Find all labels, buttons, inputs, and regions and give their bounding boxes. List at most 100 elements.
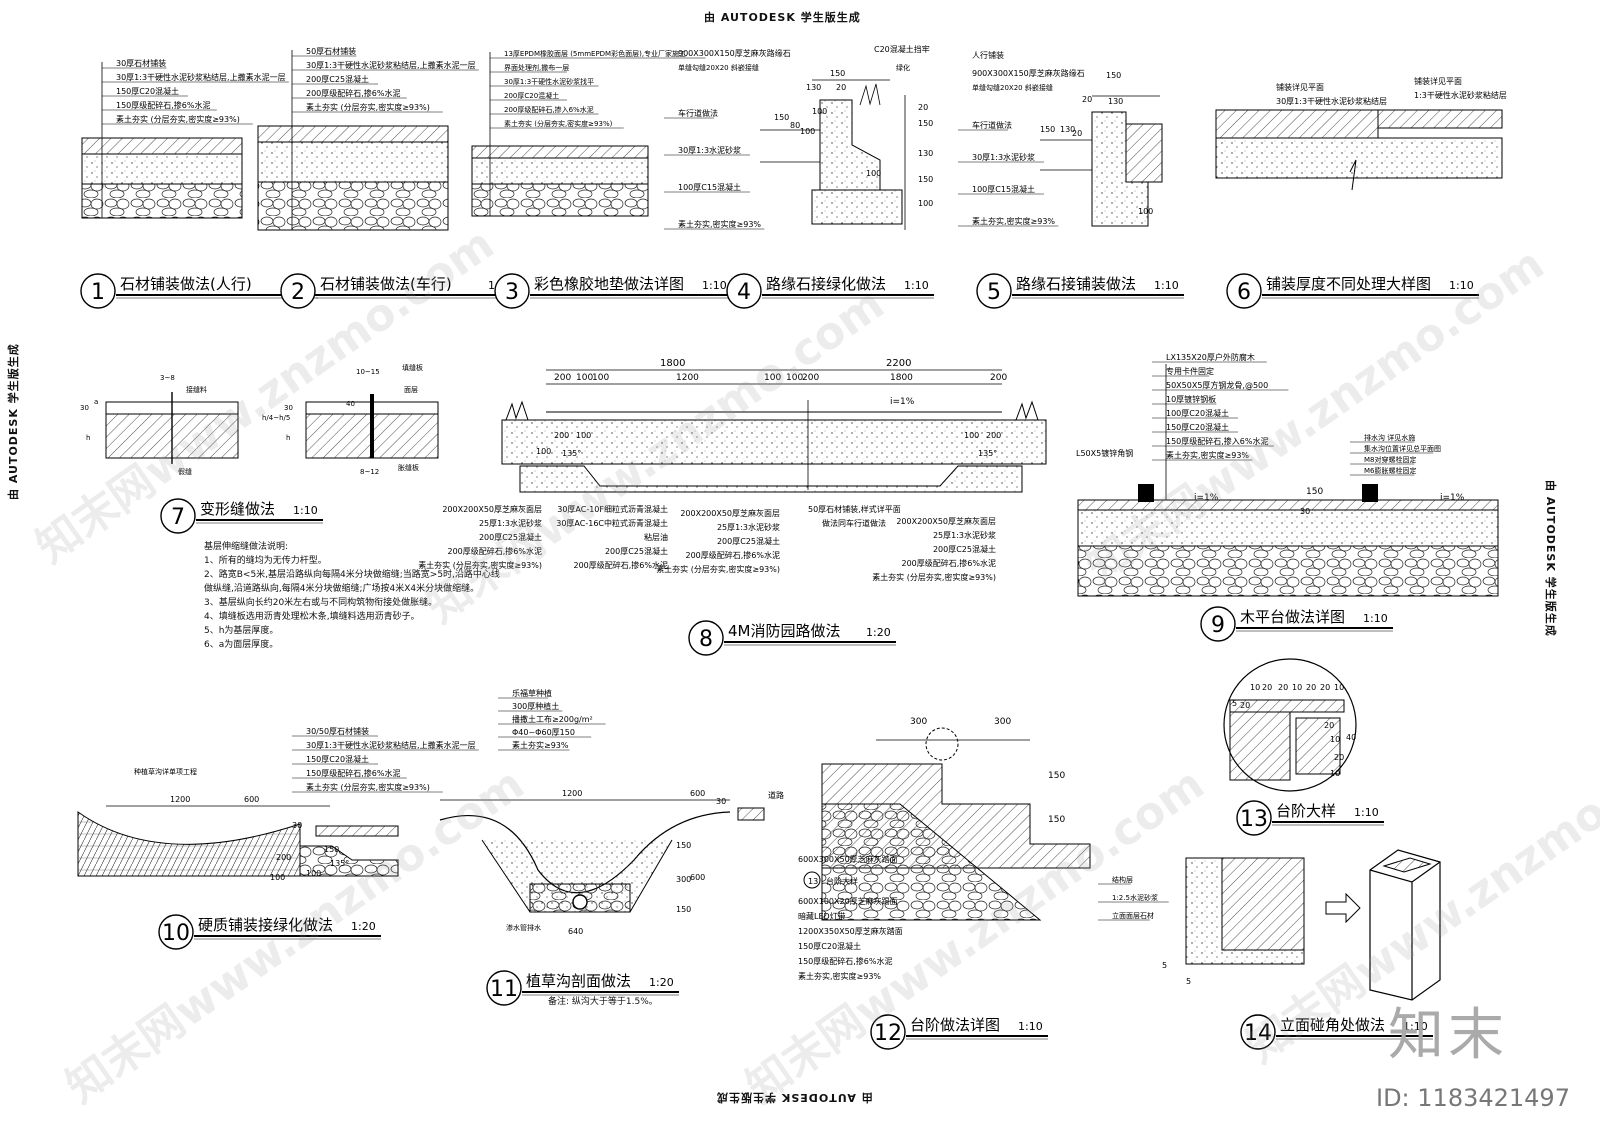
detail-4-dim: 100 <box>918 199 933 208</box>
detail-number: 2 <box>291 280 305 305</box>
detail-8-dim: 200 <box>990 373 1007 383</box>
detail-13-dim: 20 <box>1320 683 1330 692</box>
detail-8-dim: 100 <box>576 373 593 383</box>
layer-label: 素土夯实 (分层夯实,密实度≥93%) <box>872 572 996 582</box>
detail-5-dim: 130 <box>1060 125 1075 134</box>
detail-8-group-3: 200X200X50厚芝麻灰面层25厚1:3水泥砂浆200厚C25混凝土200厚… <box>656 508 780 574</box>
detail-13-dim: 10 <box>1330 735 1340 744</box>
detail-4-dim: 20 <box>836 83 846 92</box>
detail-scale: 1:10 <box>293 504 318 517</box>
detail-8-inner-dim: 200 <box>554 431 569 440</box>
id-text: ID: 1183421497 <box>1376 1084 1570 1112</box>
detail-number-circle <box>160 498 196 534</box>
note-line: 1、所有的缝均为无传力杆型。 <box>204 556 327 566</box>
layer-label: 200厚级配碎石,掺入6%水泥 <box>504 105 594 114</box>
detail-13-dim: 40 <box>1346 733 1356 742</box>
layer-label: 200厚级配碎石,掺6%水泥 <box>901 558 996 568</box>
detail-9-dim: 150 <box>1306 487 1323 497</box>
detail-11-layers: 乐福草种植300厚种植土播撒土工布≥200g/m²Φ40~Φ60厚150素土夯实… <box>498 688 606 751</box>
detail-scale: 1:20 <box>351 920 376 933</box>
detail-13-dim: 10 <box>1292 683 1302 692</box>
detail-8-inner-dim: 200 <box>986 431 1001 440</box>
note-line: 2、路宽B<5米,基层沿路纵向每隔4米分块做缩缝;当路宽>5时,沿路中心线 <box>204 570 500 580</box>
detail-8-dim-top: 2200 <box>886 358 911 369</box>
detail-12-label: 1200X350X50厚芝麻灰踏面 <box>798 926 903 936</box>
detail-4-dim: 150 <box>774 113 789 122</box>
detail-8-group-4: 做法同车行道做法 <box>822 518 886 528</box>
detail-7-label: 填缝板 <box>402 363 423 372</box>
layer-label: 30厚AC-10F细粒式沥青混凝土 <box>557 504 668 514</box>
layer-label: 30厚1:3干硬性水泥砂浆找平 <box>504 77 594 86</box>
detail-4-dim: 130 <box>918 149 933 158</box>
detail-scale: 1:20 <box>649 976 674 989</box>
detail-5-dim: 150 <box>1106 71 1121 80</box>
detail-11 <box>439 799 765 913</box>
detail-8-dim: 1800 <box>890 373 913 383</box>
detail-7-label: 面层 <box>404 386 418 394</box>
layer-label: 150厚C20混凝土 <box>306 754 369 764</box>
detail-scale: 1:10 <box>904 279 929 292</box>
note-line: 4、填缝板选用沥青处理松木条,填缝料选用沥青砂子。 <box>204 612 420 622</box>
detail-number: 6 <box>1237 280 1251 305</box>
detail-12-ref-circle <box>803 871 821 889</box>
detail-8-dim-top: 1800 <box>660 358 685 369</box>
detail-7-label: 30 <box>284 404 293 412</box>
layer-label: 乐福草种植 <box>512 688 552 698</box>
layer-label: 200厚级配碎石,掺6%水泥 <box>447 546 542 556</box>
detail-2-layers: 50厚石材铺装30厚1:3干硬性水泥砂浆粘结层,上撒素水泥一层200厚C25混凝… <box>292 46 479 113</box>
detail-11-road: 道路 <box>768 790 784 800</box>
detail-scale: 1:10 <box>1363 612 1388 625</box>
layer-label: 30厚AC-16C中粒式沥青混凝土 <box>556 518 668 528</box>
detail-title: 变形缝做法 <box>200 500 275 518</box>
detail-10-dim: 100 <box>270 873 285 882</box>
detail-scale: 1:10 <box>1018 1020 1043 1033</box>
detail-number-circle <box>726 273 762 309</box>
detail-7-label: a <box>94 398 98 406</box>
detail-title: 立面碰角处做法 <box>1280 1016 1385 1034</box>
layer-label: LX135X20厚户外防腐木 <box>1166 352 1255 362</box>
detail-8-dim: 200 <box>554 373 571 383</box>
layer-label: 10厚镀锌钢板 <box>1166 394 1216 404</box>
note-line: 3、基层纵向长约20米左右或与不同构筑物衔接处做胀缝。 <box>204 598 438 608</box>
detail-10-dim: 135° <box>330 859 349 868</box>
detail-8-dim: 1200 <box>676 373 699 383</box>
detail-number: 9 <box>1211 613 1225 638</box>
detail-11-pipe: 渗水管排水 <box>506 923 541 932</box>
detail-9-layers: LX135X20厚户外防腐木专用卡件固定50X50X5厚方钢龙骨,@50010厚… <box>1152 352 1289 461</box>
detail-6-label: 30厚1:3干硬性水泥砂浆粘结层 <box>1276 96 1387 106</box>
detail-7-label: 3~8 <box>160 374 175 382</box>
detail-number: 11 <box>490 977 518 1002</box>
notes-title: 基层伸缩缝做法说明: <box>204 542 289 552</box>
layer-label: 立面面层石材 <box>1112 911 1154 920</box>
detail-8-inner-dim: 135° <box>978 449 997 458</box>
layer-label: 素土夯实 (分层夯实,密实度≥93%) <box>504 119 613 128</box>
detail-13-dim: 20 <box>1278 683 1288 692</box>
detail-1-layers: 30厚石材铺装30厚1:3干硬性水泥砂浆粘结层,上撒素水泥一层150厚C20混凝… <box>102 58 289 125</box>
detail-13-dim: 5 <box>1232 699 1237 708</box>
layer-label: 100厚C15混凝土 <box>678 182 741 192</box>
detail-number-circle <box>1200 606 1236 642</box>
detail-9-dim: 30 <box>1300 507 1310 516</box>
layer-label: 专用卡件固定 <box>1166 366 1214 376</box>
layer-label: 200厚级配碎石,掺6%水泥 <box>306 88 401 98</box>
detail-5-top-label-2: 900X300X150厚芝麻灰路缘石 <box>972 68 1085 78</box>
layer-label: 素土夯实≥93% <box>512 740 569 750</box>
detail-title: 路缘石接绿化做法 <box>766 275 886 293</box>
detail-2 <box>257 50 449 231</box>
layer-label: 200厚C25混凝土 <box>479 532 542 542</box>
detail-titles: 1石材铺装做法(人行)1:102石材铺装做法(车行)1:103彩色橡胶地垫做法详… <box>80 273 1479 1050</box>
detail-8 <box>501 369 1047 493</box>
layer-label: 粘层油 <box>644 532 668 542</box>
detail-5-dim: 100 <box>1138 207 1153 216</box>
layer-label: 200厚C20混凝土 <box>504 91 559 100</box>
detail-6-label: 铺装详见平面 <box>1414 76 1462 86</box>
detail-12-label: 600X300X50厚芝麻灰踏面 <box>798 854 898 864</box>
detail-number: 5 <box>987 280 1001 305</box>
layer-label: 素土夯实 (分层夯实,密实度≥93%) <box>656 564 780 574</box>
layer-label: 200厚C25混凝土 <box>717 536 780 546</box>
detail-4-dim: 100 <box>800 127 815 136</box>
